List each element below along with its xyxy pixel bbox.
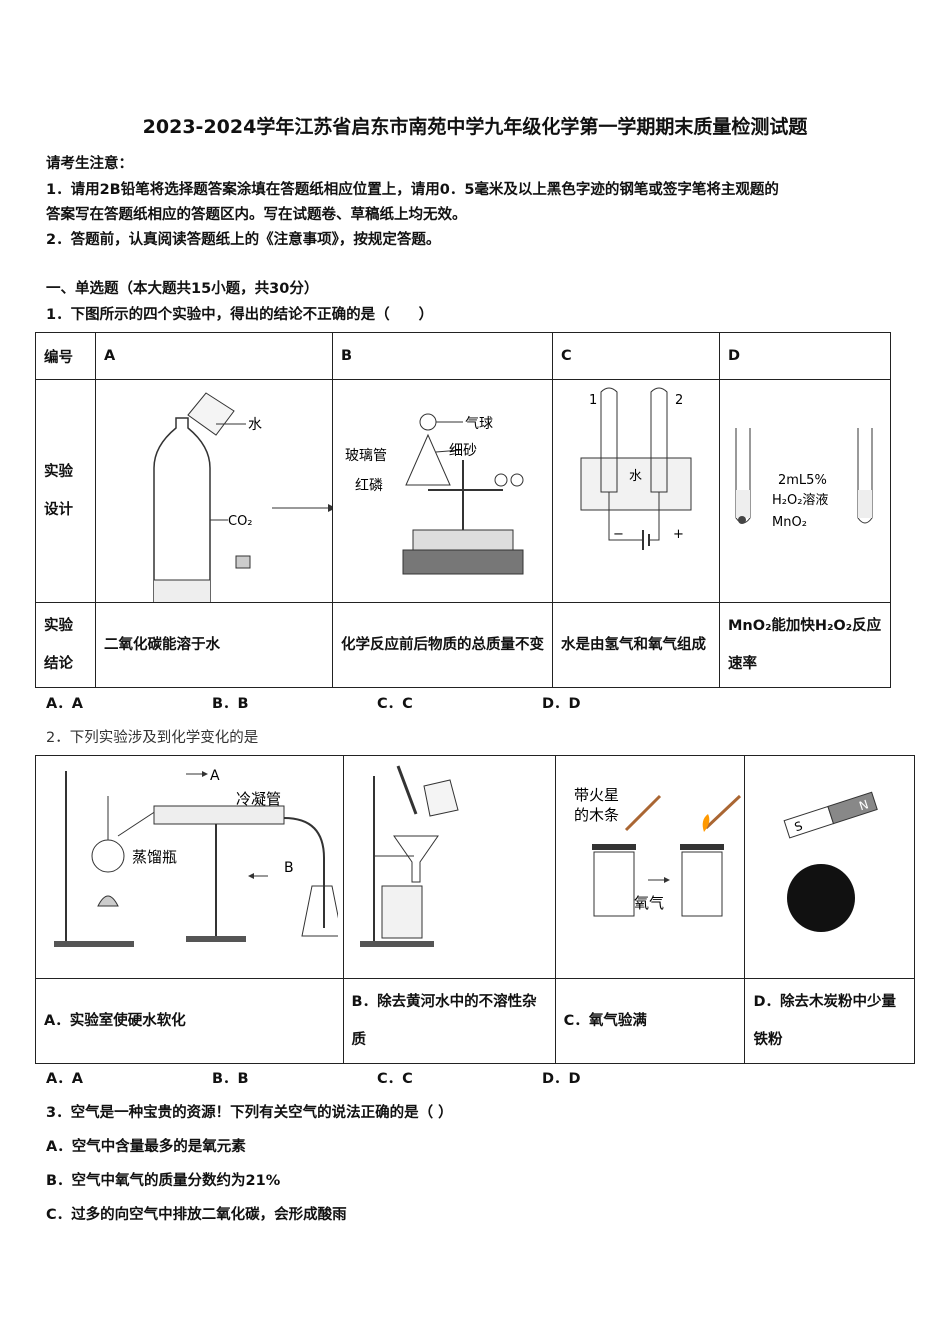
q1-conclusion-label: 实验结论	[35, 602, 96, 688]
q1-option-b[interactable]: B．B	[212, 696, 249, 712]
red-phosphorus-label: 红磷	[355, 478, 383, 494]
q2-table: A 冷凝管 蒸馏瓶 B 带火星 的木条	[35, 755, 915, 1064]
magnet-s-label: S	[793, 819, 805, 835]
q1-header-d: D	[719, 332, 891, 380]
notice-item-2: 2．答题前，认真阅读答题纸上的《注意事项》，按规定答题。	[46, 232, 441, 248]
glass-tube-label: 玻璃管	[345, 447, 387, 464]
tube-1-label: 1	[589, 393, 597, 408]
q2-label-d: D．除去木炭粉中少量铁粉	[744, 978, 915, 1064]
q1-design-label: 实验设计	[35, 379, 96, 603]
q3-stem: 3．空气是一种宝贵的资源！下列有关空气的说法正确的是（ ）	[46, 1105, 453, 1121]
notice-heading: 请考生注意：	[46, 156, 133, 172]
balloon-label: 气球	[465, 416, 493, 432]
q2-label-c: C．氧气验满	[554, 978, 746, 1064]
magnet-n-label: N	[858, 797, 871, 813]
d-solution-1: 2mL5%	[778, 473, 827, 488]
q1-header-c: C	[552, 332, 720, 380]
q1-option-c[interactable]: C．C	[377, 696, 413, 712]
notice-item-1a: 1．请用2B铅笔将选择题答案涂填在答题纸相应位置上，请用0．5毫米及以上黑色字迹…	[46, 182, 779, 198]
q1-stem: 1．下图所示的四个实验中，得出的结论不正确的是（ ）	[46, 307, 434, 323]
plus-label: +	[673, 527, 684, 542]
notice-item-1b: 答案写在答题纸相应的答题区内。写在试题卷、草稿纸上均无效。	[46, 207, 467, 223]
q1-header-a: A	[95, 332, 333, 380]
q1-option-d[interactable]: D．D	[542, 696, 581, 712]
sand-label: 细砂	[449, 443, 477, 459]
condenser-label: 冷凝管	[236, 790, 281, 808]
q2a-a-label: A	[210, 768, 220, 784]
q2-option-a[interactable]: A．A	[46, 1071, 83, 1087]
flask-label: 蒸馏瓶	[132, 848, 177, 866]
q1-conclusion-a: 二氧化碳能溶于水	[95, 602, 333, 688]
q3-option-b[interactable]: B．空气中氧气的质量分数约为21%	[46, 1173, 281, 1189]
q2-label-a: A．实验室使硬水软化	[35, 978, 344, 1064]
tube-2-label: 2	[675, 393, 683, 408]
q1-figure-c: 1 2 水 − +	[552, 379, 720, 603]
q1-conclusion-c: 水是由氢气和氧气组成	[552, 602, 720, 688]
q1-header-no: 编号	[35, 332, 96, 380]
d-catalyst: MnO₂	[772, 515, 807, 530]
q2-figure-d: S N	[744, 755, 915, 979]
q2-option-c[interactable]: C．C	[377, 1071, 413, 1087]
q1-figure-a: 水 CO₂	[95, 379, 333, 603]
water-label: 水	[248, 417, 262, 433]
q3-option-a[interactable]: A．空气中含量最多的是氧元素	[46, 1139, 246, 1155]
water-c-label: 水	[629, 469, 642, 484]
stick-label-2: 的木条	[574, 806, 619, 824]
stick-label-1: 带火星	[574, 786, 619, 804]
q2-option-b[interactable]: B．B	[212, 1071, 249, 1087]
q2-option-d[interactable]: D．D	[542, 1071, 581, 1087]
section-heading: 一、单选题（本大题共15小题，共30分）	[46, 281, 319, 297]
q2-label-b: B．除去黄河水中的不溶性杂质	[342, 978, 556, 1064]
q3-option-c[interactable]: C．过多的向空气中排放二氧化碳，会形成酸雨	[46, 1207, 347, 1223]
q2a-b-label: B	[284, 860, 294, 876]
q1-conclusion-b: 化学反应前后物质的总质量不变	[332, 602, 553, 688]
q2-figure-a: A 冷凝管 蒸馏瓶 B	[35, 755, 344, 979]
d-solution-2: H₂O₂溶液	[772, 493, 828, 508]
page-title: 2023-2024学年江苏省启东市南苑中学九年级化学第一学期期末质量检测试题	[142, 116, 808, 138]
q2-stem: 2．下列实验涉及到化学变化的是	[46, 730, 259, 746]
q1-conclusion-d: MnO₂能加快H₂O₂反应速率	[719, 602, 891, 688]
q1-table: 编号 A B C D 实验设计 水 CO₂	[35, 332, 891, 688]
q2-figure-c: 带火星 的木条 氧气	[554, 755, 746, 979]
q1-option-a[interactable]: A．A	[46, 696, 83, 712]
q1-figure-d: 2mL5% H₂O₂溶液 MnO₂	[719, 379, 891, 603]
oxygen-label: 氧气	[634, 894, 664, 912]
q2-figure-b	[342, 755, 556, 979]
co2-label: CO₂	[228, 514, 253, 529]
q1-figure-b: 气球 细砂 玻璃管 红磷	[332, 379, 553, 603]
minus-label: −	[613, 527, 624, 542]
q1-header-b: B	[332, 332, 553, 380]
